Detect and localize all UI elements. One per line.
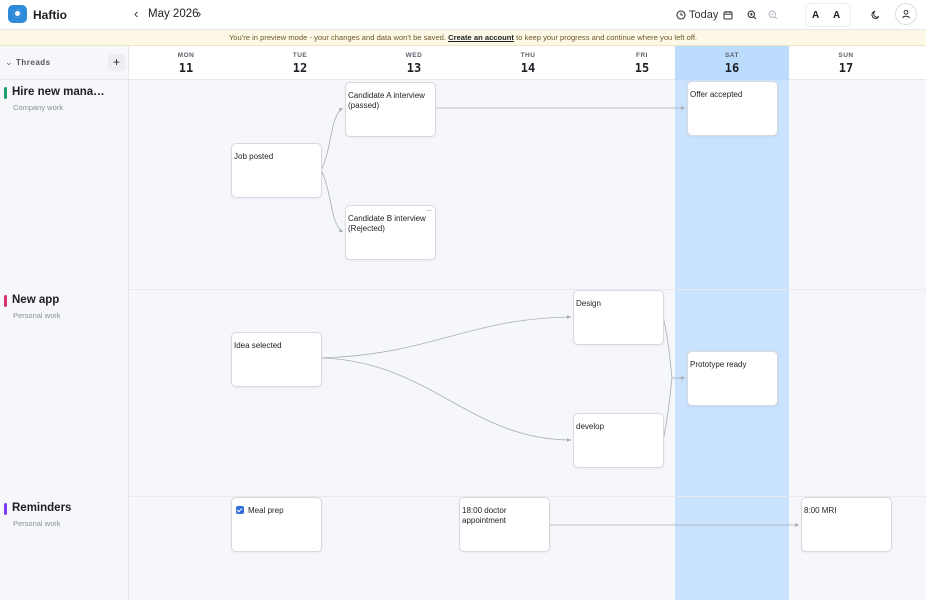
day-header-tue[interactable]: TUE 12 — [243, 46, 357, 80]
day-number: 12 — [292, 61, 308, 75]
prev-month-button[interactable]: ‹ — [134, 6, 139, 21]
day-number: 11 — [178, 61, 194, 75]
thread-title[interactable]: New app — [12, 294, 60, 306]
card-title: 18:00 doctor appointment — [462, 506, 507, 525]
card-doctor-appointment[interactable]: 18:00 doctor appointment — [459, 497, 550, 552]
today-label: Today — [689, 9, 719, 21]
day-of-week: WED — [405, 52, 423, 59]
day-of-week: TUE — [292, 52, 308, 59]
thread-subtitle: Personal work — [13, 311, 61, 320]
day-header-fri[interactable]: FRI 15 — [585, 46, 699, 80]
card-candidate-b[interactable]: ··· Candidate B interview (Rejected) — [345, 205, 436, 260]
threads-label: Threads — [16, 58, 51, 67]
zoom-out-icon[interactable] — [764, 6, 782, 24]
selected-day-column — [675, 80, 789, 600]
day-of-week: SAT — [724, 52, 740, 59]
card-title: Candidate B interview (Rejected) — [348, 214, 426, 233]
thread-title[interactable]: Hire new manager — [12, 86, 107, 98]
card-title: Design — [576, 299, 601, 308]
card-title: Prototype ready — [690, 360, 747, 369]
card-develop[interactable]: develop — [573, 413, 664, 468]
day-header-mon[interactable]: MON 11 — [129, 46, 243, 80]
day-number: 17 — [838, 61, 854, 75]
card-title: Candidate A interview (passed) — [348, 91, 425, 110]
card-mri[interactable]: 8:00 MRI — [801, 497, 892, 552]
day-header-sat[interactable]: SAT 16 — [675, 46, 789, 80]
day-number: 16 — [724, 61, 740, 75]
card-design[interactable]: Design — [573, 290, 664, 345]
day-number: 14 — [520, 61, 536, 75]
thread-subtitle: Company work — [13, 103, 64, 112]
banner-text-after: to keep your progress and continue where… — [513, 33, 698, 42]
day-header-wed[interactable]: WED 13 — [357, 46, 471, 80]
day-of-week: SUN — [838, 52, 854, 59]
font-increase-button[interactable]: A — [833, 10, 841, 21]
threads-header: ⌄ Threads + — [0, 46, 128, 80]
day-header-thu[interactable]: THU 14 — [471, 46, 585, 80]
day-header-sun[interactable]: SUN 17 — [789, 46, 903, 80]
card-title: Idea selected — [234, 341, 282, 350]
week-header: MON 11 TUE 12 WED 13 THU 14 FRI 15 SAT 16 SUN 1… — [129, 46, 926, 80]
calendar-icon[interactable] — [719, 6, 737, 24]
timeline-grid[interactable] — [129, 80, 926, 600]
done-checkbox[interactable] — [236, 506, 244, 514]
card-title: Job posted — [234, 152, 274, 161]
current-month: May 2026 — [148, 8, 199, 20]
add-thread-button[interactable]: + — [108, 54, 125, 71]
day-number: 15 — [634, 61, 650, 75]
thread-color-bar — [4, 87, 7, 99]
card-title: 8:00 MRI — [804, 506, 837, 515]
thread-row-divider — [129, 496, 926, 497]
card-prototype-ready[interactable]: Prototype ready — [687, 351, 778, 406]
today-button[interactable]: Today — [676, 6, 718, 24]
threads-sidebar: ⌄ Threads + Hire new manager Company wor… — [0, 46, 129, 600]
banner-text-before: You're in preview mode - your changes an… — [228, 33, 449, 42]
thread-row-divider — [129, 289, 926, 290]
thread-title[interactable]: Reminders — [12, 502, 72, 514]
day-of-week: THU — [520, 52, 536, 59]
card-job-posted[interactable]: Job posted — [231, 143, 322, 198]
card-candidate-a[interactable]: Candidate A interview (passed) — [345, 82, 436, 137]
card-title: Offer accepted — [690, 90, 743, 99]
next-month-button[interactable]: › — [197, 6, 202, 21]
preview-banner: You're in preview mode - your changes an… — [0, 30, 926, 46]
chevron-down-icon[interactable]: ⌄ — [5, 57, 13, 67]
day-of-week: MON — [177, 52, 195, 59]
card-title: develop — [576, 422, 605, 431]
app-name: Haftio — [33, 8, 67, 22]
thread-color-bar — [4, 503, 7, 515]
zoom-in-icon[interactable] — [743, 6, 761, 24]
card-title: Meal prep — [248, 506, 284, 515]
user-icon[interactable] — [895, 3, 917, 25]
day-number: 13 — [406, 61, 422, 75]
clock-icon — [676, 10, 686, 20]
thread-color-bar — [4, 295, 7, 307]
card-idea-selected[interactable]: Idea selected — [231, 332, 322, 387]
font-size-group: A A — [805, 3, 851, 27]
day-of-week: FRI — [636, 52, 648, 59]
card-meal-prep[interactable]: Meal prep — [231, 497, 322, 552]
top-bar: Haftio ‹ May 2026 › Today A A — [0, 0, 926, 30]
thread-subtitle: Personal work — [13, 519, 61, 528]
font-decrease-button[interactable]: A — [812, 10, 820, 21]
create-account-link[interactable]: Create an account — [448, 33, 514, 42]
more-icon[interactable]: ··· — [426, 206, 432, 215]
moon-icon[interactable] — [867, 6, 885, 24]
card-offer-accepted[interactable]: Offer accepted — [687, 81, 778, 136]
haftio-logo-icon[interactable] — [8, 5, 27, 23]
